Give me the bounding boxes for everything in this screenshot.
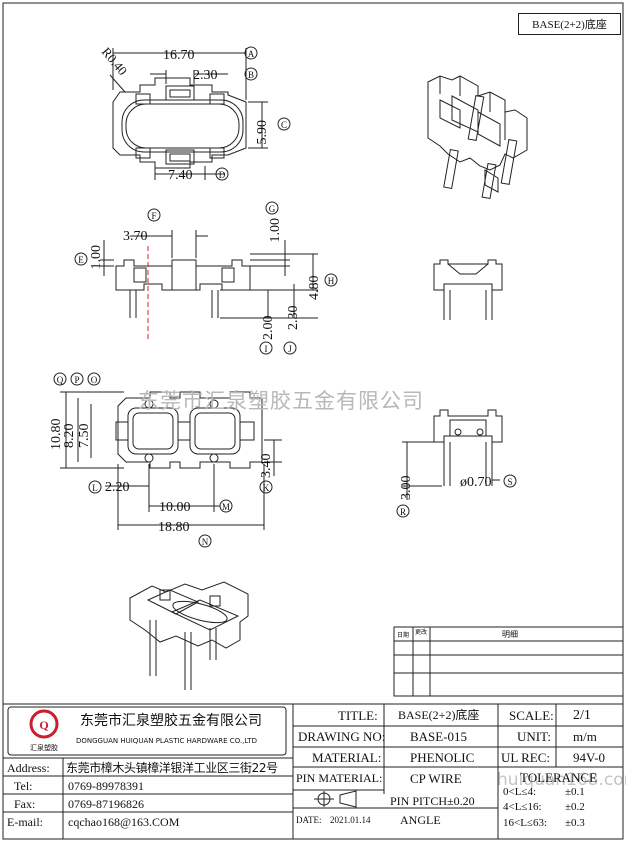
tol1-value: ±0.1 — [565, 786, 585, 798]
callout-e: E — [78, 255, 84, 265]
part-title-tag: BASE(2+2)底座 — [518, 13, 621, 35]
company-name-en: DONGGUAN HUIQUAN PLASTIC HARDWARE CO.,LT… — [76, 737, 257, 745]
revision-col-detail: 明细 — [502, 629, 518, 639]
watermark-site: huiquan168.com — [497, 770, 626, 790]
part-title-tag-text: BASE(2+2)底座 — [532, 19, 607, 31]
dim-n: 18.80 — [158, 520, 190, 535]
dim-i: 2.00 — [261, 316, 276, 341]
date-value: 2021.01.14 — [330, 815, 371, 825]
tolerance-label: TOLERANCE — [520, 770, 598, 785]
pin-detail-view — [402, 409, 503, 500]
address-value: 东莞市樟木头镇樟洋银洋工业区三街22号 — [66, 761, 278, 775]
callout-q: Q — [57, 375, 64, 385]
title-label: TITLE: — [338, 708, 378, 723]
dim-o: 7.50 — [77, 424, 92, 449]
callout-o: O — [91, 375, 98, 385]
drawing-no-value: BASE-015 — [410, 729, 468, 744]
bottom-view — [60, 391, 282, 530]
iso-view-top — [427, 75, 528, 200]
callout-a: A — [248, 49, 255, 59]
callout-k: K — [263, 483, 270, 493]
callout-r: R — [400, 507, 406, 517]
callout-c: C — [281, 120, 287, 130]
scale-value: 2/1 — [573, 708, 591, 723]
dim-a: 16.70 — [163, 48, 195, 63]
callout-h: H — [328, 276, 335, 286]
dim-s: ø0.70 — [460, 475, 492, 490]
company-name-cn: 东莞市汇泉塑胶五金有限公司 — [80, 713, 262, 729]
unit-value: m/m — [573, 729, 597, 744]
dim-b: 2.30 — [193, 68, 218, 83]
tol3-value: ±0.3 — [565, 817, 585, 829]
dim-j: 2.30 — [286, 306, 301, 331]
tol3-range: 16<L≤63: — [503, 817, 548, 829]
right-side-view — [433, 259, 503, 320]
svg-text:Q: Q — [39, 718, 48, 732]
dim-c: 5.90 — [255, 120, 270, 145]
callout-j: J — [288, 344, 292, 354]
date-label: DATE: — [296, 815, 322, 825]
pin-material-label: PIN MATERIAL: — [296, 771, 383, 785]
dim-g: 1.00 — [268, 218, 283, 243]
pin-pitch: PIN PITCH±0.20 — [390, 794, 475, 808]
revision-table — [393, 626, 624, 697]
callout-g: G — [269, 204, 276, 214]
callout-l: L — [92, 483, 98, 493]
material-label: MATERIAL: — [312, 750, 382, 765]
top-view — [109, 48, 268, 180]
dim-m: 10.00 — [159, 500, 191, 515]
ul-value: 94V-0 — [573, 750, 606, 765]
drawing-no-label: DRAWING NO: — [298, 729, 386, 744]
revision-col-date: 日期 — [397, 631, 409, 639]
callout-n: N — [202, 537, 209, 547]
watermark-company: 东莞市汇泉塑胶五金有限公司 — [138, 389, 424, 413]
callout-m: M — [222, 502, 230, 512]
ul-label: UL REC: — [501, 750, 550, 765]
tol2-range: 4<L≤16: — [503, 801, 542, 813]
dim-l: 2.20 — [105, 480, 130, 495]
dim-radius: R0.40 — [99, 44, 131, 78]
iso-view-bottom — [129, 581, 249, 690]
callout-i: I — [265, 344, 268, 354]
scale-label: SCALE: — [509, 708, 554, 723]
side-view — [100, 230, 318, 340]
dim-f: 3.70 — [123, 229, 148, 244]
dim-r: 3.00 — [399, 476, 414, 501]
dim-k: 3.40 — [259, 454, 274, 479]
tel-value: 0769-89978391 — [68, 779, 144, 793]
tel-label: Tel: — [14, 779, 33, 793]
dim-d: 7.40 — [168, 168, 193, 183]
tol2-value: ±0.2 — [565, 801, 585, 813]
pin-material-value: CP WIRE — [410, 771, 462, 786]
tol1-range: 0<L≤4: — [503, 786, 537, 798]
callout-s: S — [507, 477, 512, 487]
logo-text: 汇泉塑胶 — [30, 743, 58, 752]
unit-label: UNIT: — [517, 729, 552, 744]
callout-f: F — [151, 211, 156, 221]
dim-q: 10.80 — [49, 419, 64, 451]
callout-d: D — [219, 170, 226, 180]
address-label: Address: — [7, 761, 50, 775]
title-block-grid: Q — [2, 703, 624, 840]
dim-e: 1.00 — [89, 245, 104, 270]
fax-label: Fax: — [14, 797, 36, 811]
angle-label: ANGLE — [400, 813, 441, 827]
email-value: cqchao168@163.COM — [68, 815, 180, 829]
dim-h: 4.80 — [307, 276, 322, 301]
dim-p: 8.20 — [62, 424, 77, 449]
title-value: BASE(2+2)底座 — [398, 708, 480, 722]
callout-p: P — [74, 375, 79, 385]
material-value: PHENOLIC — [410, 750, 475, 765]
revision-col-change: 更改 — [415, 628, 427, 636]
callout-b: B — [248, 70, 254, 80]
fax-value: 0769-87196826 — [68, 797, 144, 811]
email-label: E-mail: — [7, 815, 43, 829]
